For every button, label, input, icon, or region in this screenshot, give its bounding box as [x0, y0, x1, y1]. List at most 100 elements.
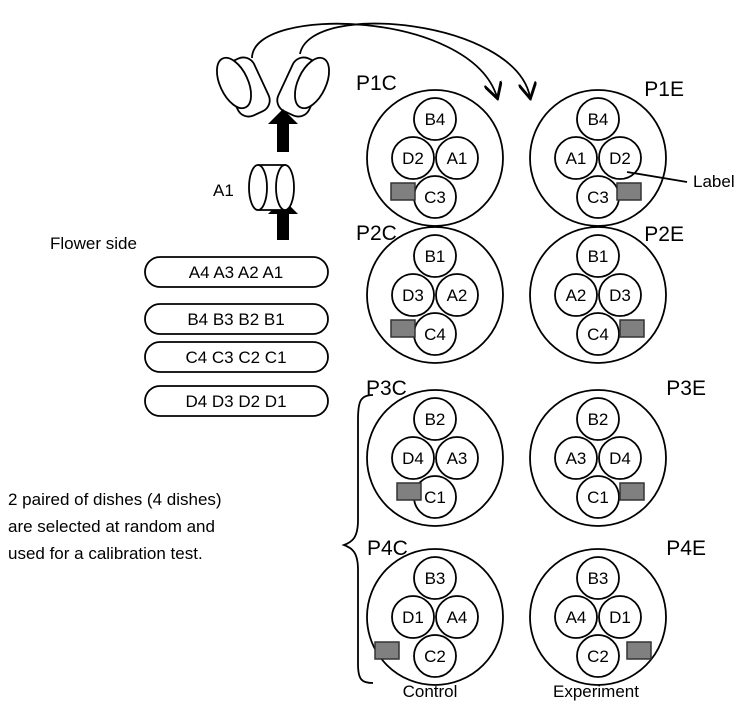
disc-label: D1 [609, 608, 631, 627]
disc-top [413, 97, 457, 141]
disc-label: C2 [424, 647, 446, 666]
dish-outline [366, 226, 504, 364]
note-line: used for a calibration test. [8, 544, 203, 563]
disc-label: A3 [566, 449, 587, 468]
disc-bottom [413, 634, 457, 678]
label-sticker [390, 319, 416, 338]
disc-left [554, 136, 598, 180]
stem-row-c: C4 C3 C2 C1 [144, 341, 329, 373]
stem-row-text: C4 C3 C2 C1 [185, 348, 286, 367]
calibration-note: 2 paired of dishes (4 dishes) are select… [8, 490, 222, 563]
disc-label: A1 [447, 149, 468, 168]
cut-disc-left [216, 56, 271, 118]
disc-right [435, 273, 479, 317]
disc-label: B3 [425, 569, 446, 588]
disc-label: D4 [609, 449, 631, 468]
disc-label: B2 [588, 410, 609, 429]
stem-row-text: A4 A3 A2 A1 [189, 263, 284, 282]
disc-top [576, 97, 620, 141]
disc-label: B4 [588, 110, 609, 129]
disc-right [598, 436, 642, 480]
dish-outline [366, 389, 504, 527]
stem-row-text: B4 B3 B2 B1 [187, 310, 284, 329]
stem-row-d: D4 D3 D2 D1 [144, 385, 329, 417]
disc-left [391, 436, 435, 480]
stem-row-text: D4 D3 D2 D1 [185, 392, 286, 411]
disc-label: A3 [447, 449, 468, 468]
disc-bottom [576, 475, 620, 519]
dish-id-label: P1C [356, 72, 397, 95]
up-arrow-upper [268, 109, 298, 152]
dish-outline [529, 226, 667, 364]
dish-id-label: P2E [644, 223, 684, 246]
disc-left [554, 436, 598, 480]
cut-disc-right [276, 56, 330, 118]
disc-right [435, 136, 479, 180]
disc-label: C1 [587, 488, 609, 507]
disc-right [598, 136, 642, 180]
disc-label: B3 [588, 569, 609, 588]
disc-left [554, 273, 598, 317]
disc-label: D2 [609, 149, 631, 168]
disc-label: D4 [402, 449, 424, 468]
label-callout-text: Label [693, 172, 735, 191]
disc-label: C4 [587, 325, 609, 344]
disc-label: C3 [587, 188, 609, 207]
curly-brace [341, 394, 374, 684]
disc-label: C1 [424, 488, 446, 507]
label-callout-line [626, 171, 688, 183]
disc-bottom [576, 312, 620, 356]
flower-side-label: Flower side [50, 234, 137, 253]
disc-top [576, 234, 620, 278]
disc-right [598, 273, 642, 317]
dish-id-label: P3C [366, 377, 407, 400]
control-column-label: Control [403, 682, 458, 701]
disc-right [598, 595, 642, 639]
segment-label: A1 [213, 181, 234, 200]
dish-id-label: P4C [367, 537, 408, 560]
disc-right [435, 436, 479, 480]
dish-id-label: P2C [356, 222, 397, 245]
disc-top [413, 234, 457, 278]
dish-outline [529, 548, 667, 686]
note-line: 2 paired of dishes (4 dishes) [8, 490, 222, 509]
disc-left [391, 273, 435, 317]
label-sticker [619, 482, 645, 501]
disc-label: A2 [566, 286, 587, 305]
disc-label: A2 [447, 286, 468, 305]
curved-arrow-to-control [251, 22, 497, 97]
disc-label: C4 [424, 325, 446, 344]
disc-top [413, 556, 457, 600]
disc-right [435, 595, 479, 639]
disc-left [391, 136, 435, 180]
stem-row-a: A4 A3 A2 A1 [144, 256, 329, 288]
label-sticker [390, 182, 416, 201]
experiment-column-label: Experiment [553, 682, 639, 701]
note-line: are selected at random and [8, 517, 215, 536]
disc-label: D1 [402, 608, 424, 627]
curved-arrow-to-experiment [299, 22, 530, 97]
dish-outline [529, 89, 667, 227]
dish-outline [529, 389, 667, 527]
disc-top [576, 556, 620, 600]
stem-row-b: B4 B3 B2 B1 [144, 303, 329, 335]
disc-label: D3 [609, 286, 631, 305]
disc-label: D3 [402, 286, 424, 305]
disc-label: B4 [425, 110, 446, 129]
stem-segment-cylinder [248, 164, 295, 211]
disc-label: A4 [566, 608, 587, 627]
disc-label: A1 [566, 149, 587, 168]
disc-label: A4 [447, 608, 468, 627]
dish-id-label: P3E [666, 377, 706, 400]
disc-label: C3 [424, 188, 446, 207]
label-sticker [619, 319, 645, 338]
disc-top [413, 397, 457, 441]
disc-left [554, 595, 598, 639]
